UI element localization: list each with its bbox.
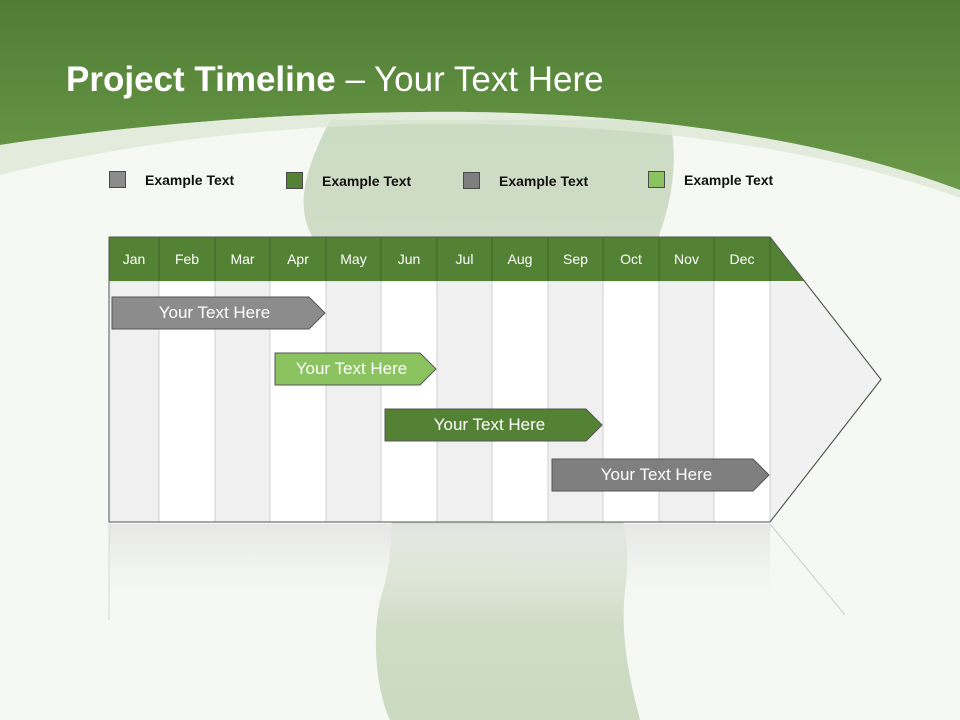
legend-item-3: Example Text xyxy=(463,172,588,189)
legend-label-2: Example Text xyxy=(322,172,412,189)
legend-item-4: Example Text xyxy=(648,171,773,188)
legend-label-3: Example Text xyxy=(499,172,589,189)
header-banner xyxy=(0,0,960,190)
legend-label-4: Example Text xyxy=(684,171,774,188)
task-bar-3 xyxy=(384,408,603,442)
title-rest: – Your Text Here xyxy=(335,60,604,99)
month-label-apr: Apr xyxy=(287,251,309,267)
slide-title: Project Timeline – Your Text Here xyxy=(66,58,604,102)
task-bar-label-2: Your Text Here xyxy=(295,359,408,378)
month-column-jun xyxy=(380,280,438,523)
legend-swatch-3 xyxy=(463,172,480,189)
timeline-reflection xyxy=(109,524,770,624)
month-label-oct: Oct xyxy=(620,251,642,267)
month-label-may: May xyxy=(340,251,367,267)
month-label-nov: Nov xyxy=(674,251,699,267)
month-label-jan: Jan xyxy=(122,251,146,267)
month-label-jun: Jun xyxy=(397,251,421,267)
title-bold: Project Timeline xyxy=(66,60,336,99)
task-bar-2 xyxy=(274,352,437,386)
timeline-outline xyxy=(108,236,882,523)
task-bar-4 xyxy=(551,458,770,492)
task-bar-1 xyxy=(111,296,326,330)
legend-swatch-2 xyxy=(286,172,303,189)
task-bar-label-3: Your Text Here xyxy=(433,415,546,434)
legend-swatch-1 xyxy=(109,171,126,188)
legend-label-1: Example Text xyxy=(145,171,235,188)
month-label-jul: Jul xyxy=(455,251,474,267)
timeline-reflection-edge xyxy=(769,523,846,616)
legend-item-1: Example Text xyxy=(109,171,234,188)
month-column-may xyxy=(325,280,382,523)
month-column-aug xyxy=(491,280,549,523)
legend-swatch-4 xyxy=(648,171,665,188)
legend-item-2: Example Text xyxy=(286,172,411,189)
month-column-jul xyxy=(436,280,493,523)
month-label-dec: Dec xyxy=(729,251,755,267)
month-header-row xyxy=(109,237,805,281)
task-bar-label-4: Your Text Here xyxy=(600,465,713,484)
month-label-feb: Feb xyxy=(174,251,200,267)
month-label-aug: Aug xyxy=(507,251,533,267)
month-label-sep: Sep xyxy=(563,251,588,267)
banner-highlight xyxy=(0,111,960,198)
month-label-mar: Mar xyxy=(230,251,255,267)
task-bar-label-1: Your Text Here xyxy=(158,303,271,322)
